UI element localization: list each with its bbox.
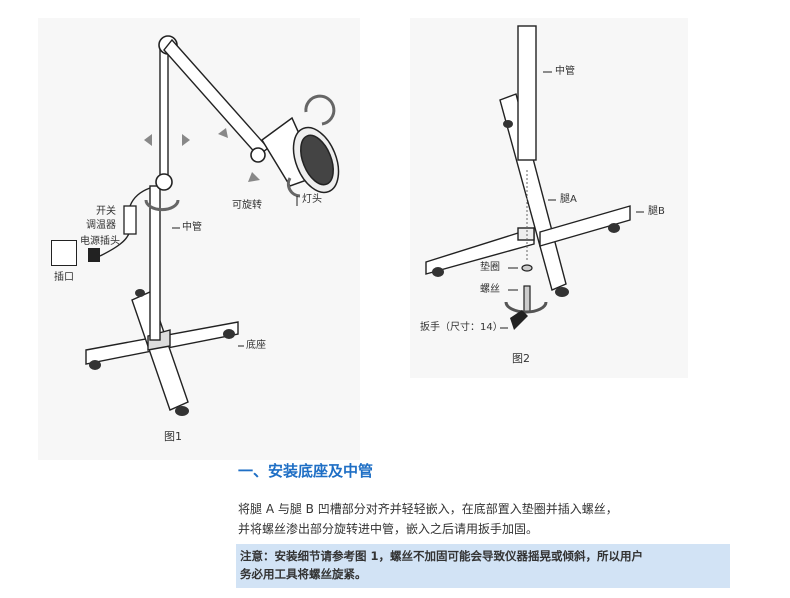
fig2-label-leg-a: 腿A (560, 194, 577, 205)
figure1-middle-tube (149, 185, 161, 341)
figure1-control-box (123, 205, 137, 235)
fig2-label-middle-tube: 中管 (555, 66, 575, 77)
figure2-base (425, 93, 631, 291)
figure1-caption: 图1 (164, 430, 182, 443)
fig1-label-switch: 开关 (96, 206, 116, 217)
figure1-clamp (155, 173, 173, 191)
figure2-caption: 图2 (512, 352, 530, 365)
fig2-label-screw: 螺丝 (480, 284, 500, 295)
figure1-direction-arrows (144, 128, 260, 182)
figure-2-panel (410, 18, 688, 378)
figure1-lamp-joint (250, 147, 266, 163)
body-line-2: 并将螺丝渗出部分旋转进中管，嵌入之后请用扳手加固。 (238, 522, 539, 536)
fig2-label-leg-b: 腿B (648, 206, 665, 217)
fig1-label-middle-tube: 中管 (182, 222, 202, 233)
figure1-lamp-head (261, 116, 340, 194)
fig1-label-dimmer: 调温器 (86, 220, 116, 231)
note-line-1: 注意：安装细节请参考图 1，螺丝不加固可能会导致仪器摇晃或倾斜，所以用户 (240, 549, 644, 563)
section-body: 将腿 A 与腿 B 凹槽部分对齐并轻轻嵌入，在底部置入垫圈并插入螺丝， 并将螺丝… (238, 499, 718, 539)
fig2-label-washer: 垫圈 (480, 262, 500, 273)
section-title: 一、安装底座及中管 (238, 462, 374, 480)
figure2-screw-assembly (504, 264, 548, 314)
fig1-label-plug: 电源插头 (80, 236, 120, 247)
figure1-plug-body (88, 248, 100, 262)
fig2-label-wrench: 扳手（尺寸：14） (420, 322, 503, 333)
figure1-rotation-arrows (144, 94, 336, 212)
figure1-arm (163, 38, 270, 157)
figure2-middle-tube (517, 25, 537, 161)
power-socket-icon (51, 240, 77, 266)
note-box: 注意：安装细节请参考图 1，螺丝不加固可能会导致仪器摇晃或倾斜，所以用户 务必用… (236, 544, 730, 588)
fig1-label-base: 底座 (246, 340, 266, 351)
body-line-1: 将腿 A 与腿 B 凹槽部分对齐并轻轻嵌入，在底部置入垫圈并插入螺丝， (238, 502, 618, 516)
figure2-pointer-arrows (500, 71, 644, 329)
figure1-base (85, 291, 239, 411)
fig1-label-socket: 插口 (54, 272, 74, 283)
figure-1-panel (38, 18, 360, 460)
fig1-label-rotatable: 可旋转 (232, 200, 262, 211)
note-line-2: 务必用工具将螺丝旋紧。 (240, 567, 367, 581)
fig1-label-lamp-head: 灯头 (302, 194, 322, 205)
figure2-wrench-icon (510, 310, 528, 330)
figure1-wheels (89, 289, 235, 416)
figure1-upper-tube (159, 41, 169, 179)
figure1-pointer-arrows (172, 196, 298, 347)
figure2-wheels (432, 120, 620, 297)
